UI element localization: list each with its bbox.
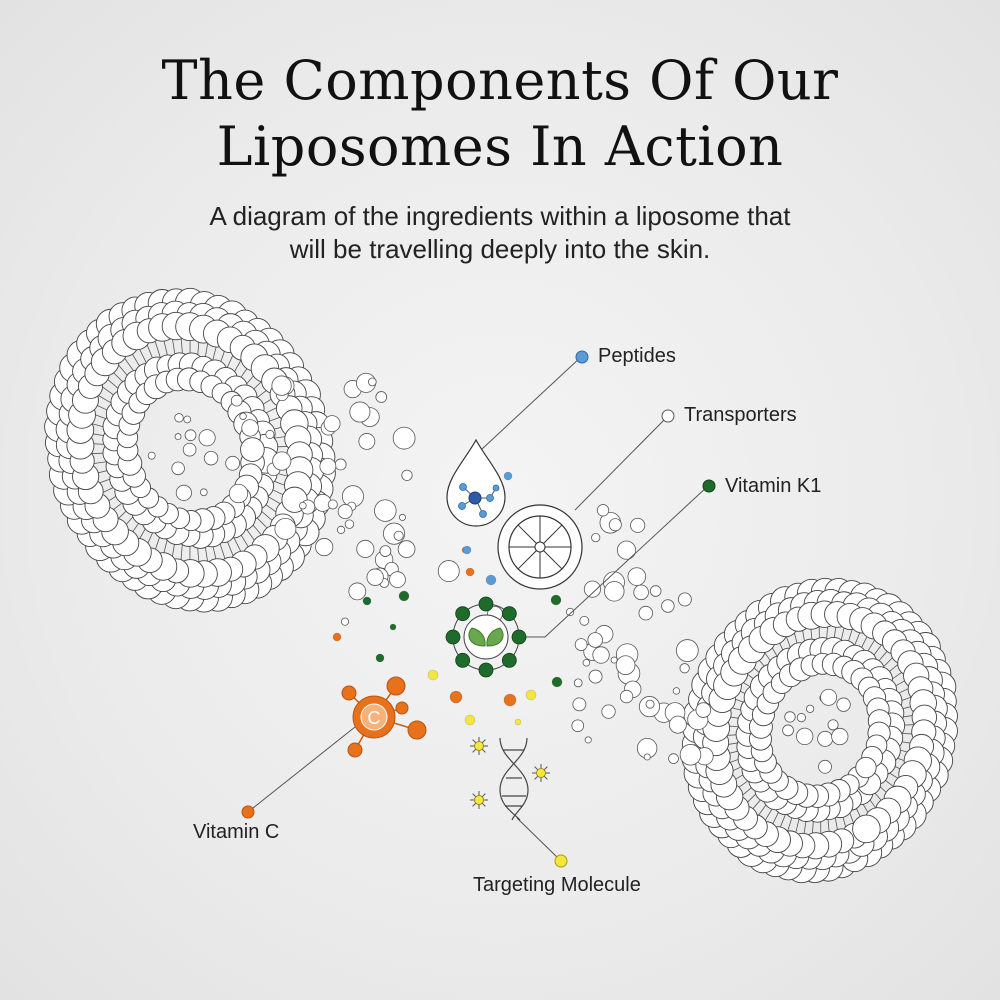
liposome-left: [44, 287, 336, 613]
bubble-cloud: [228, 372, 714, 766]
label-vitamin-k1: Vitamin K1: [725, 475, 822, 497]
targeting-marker: [554, 854, 568, 868]
page-subtitle: A diagram of the ingredients within a li…: [0, 200, 1000, 266]
peptides-leader-line: [467, 356, 582, 463]
sun-icon: [470, 791, 488, 809]
targeting-leader-line: [516, 817, 561, 861]
liposome-right: [681, 577, 958, 884]
leaf-icon: [468, 627, 504, 647]
label-vitamin-c: Vitamin C: [193, 821, 280, 843]
wheel-icon: [497, 504, 583, 590]
vitamin-k1-marker: [702, 479, 716, 493]
vitamin-c-symbol: C: [368, 708, 381, 728]
sun-icon: [470, 737, 488, 755]
subtitle-line-1: A diagram of the ingredients within a li…: [209, 201, 791, 231]
dna-icon: [499, 737, 529, 821]
vitamin-k1-molecule: [445, 596, 527, 678]
title-line-2: Liposomes In Action: [216, 115, 784, 178]
vitamin-c-marker: [241, 805, 255, 819]
page-title: The Components Of Our Liposomes In Actio…: [0, 48, 1000, 180]
label-peptides: Peptides: [598, 345, 676, 367]
vitamin-k1-leader-line: [520, 485, 709, 638]
transporters-marker: [661, 409, 675, 423]
label-targeting-molecule: Targeting Molecule: [473, 874, 641, 896]
vitamin-c-molecule: C: [341, 676, 427, 758]
title-line-1: The Components Of Our: [161, 49, 839, 112]
peptides-marker: [575, 350, 589, 364]
subtitle-line-2: will be travelling deeply into the skin.: [289, 234, 711, 264]
ingredient-dots: [332, 471, 563, 726]
transporters-leader-line: [574, 415, 669, 511]
vitamin-c-leader-line: [247, 726, 356, 813]
label-transporters: Transporters: [684, 404, 797, 426]
sun-icon: [532, 764, 550, 782]
droplet-icon: [446, 438, 506, 527]
